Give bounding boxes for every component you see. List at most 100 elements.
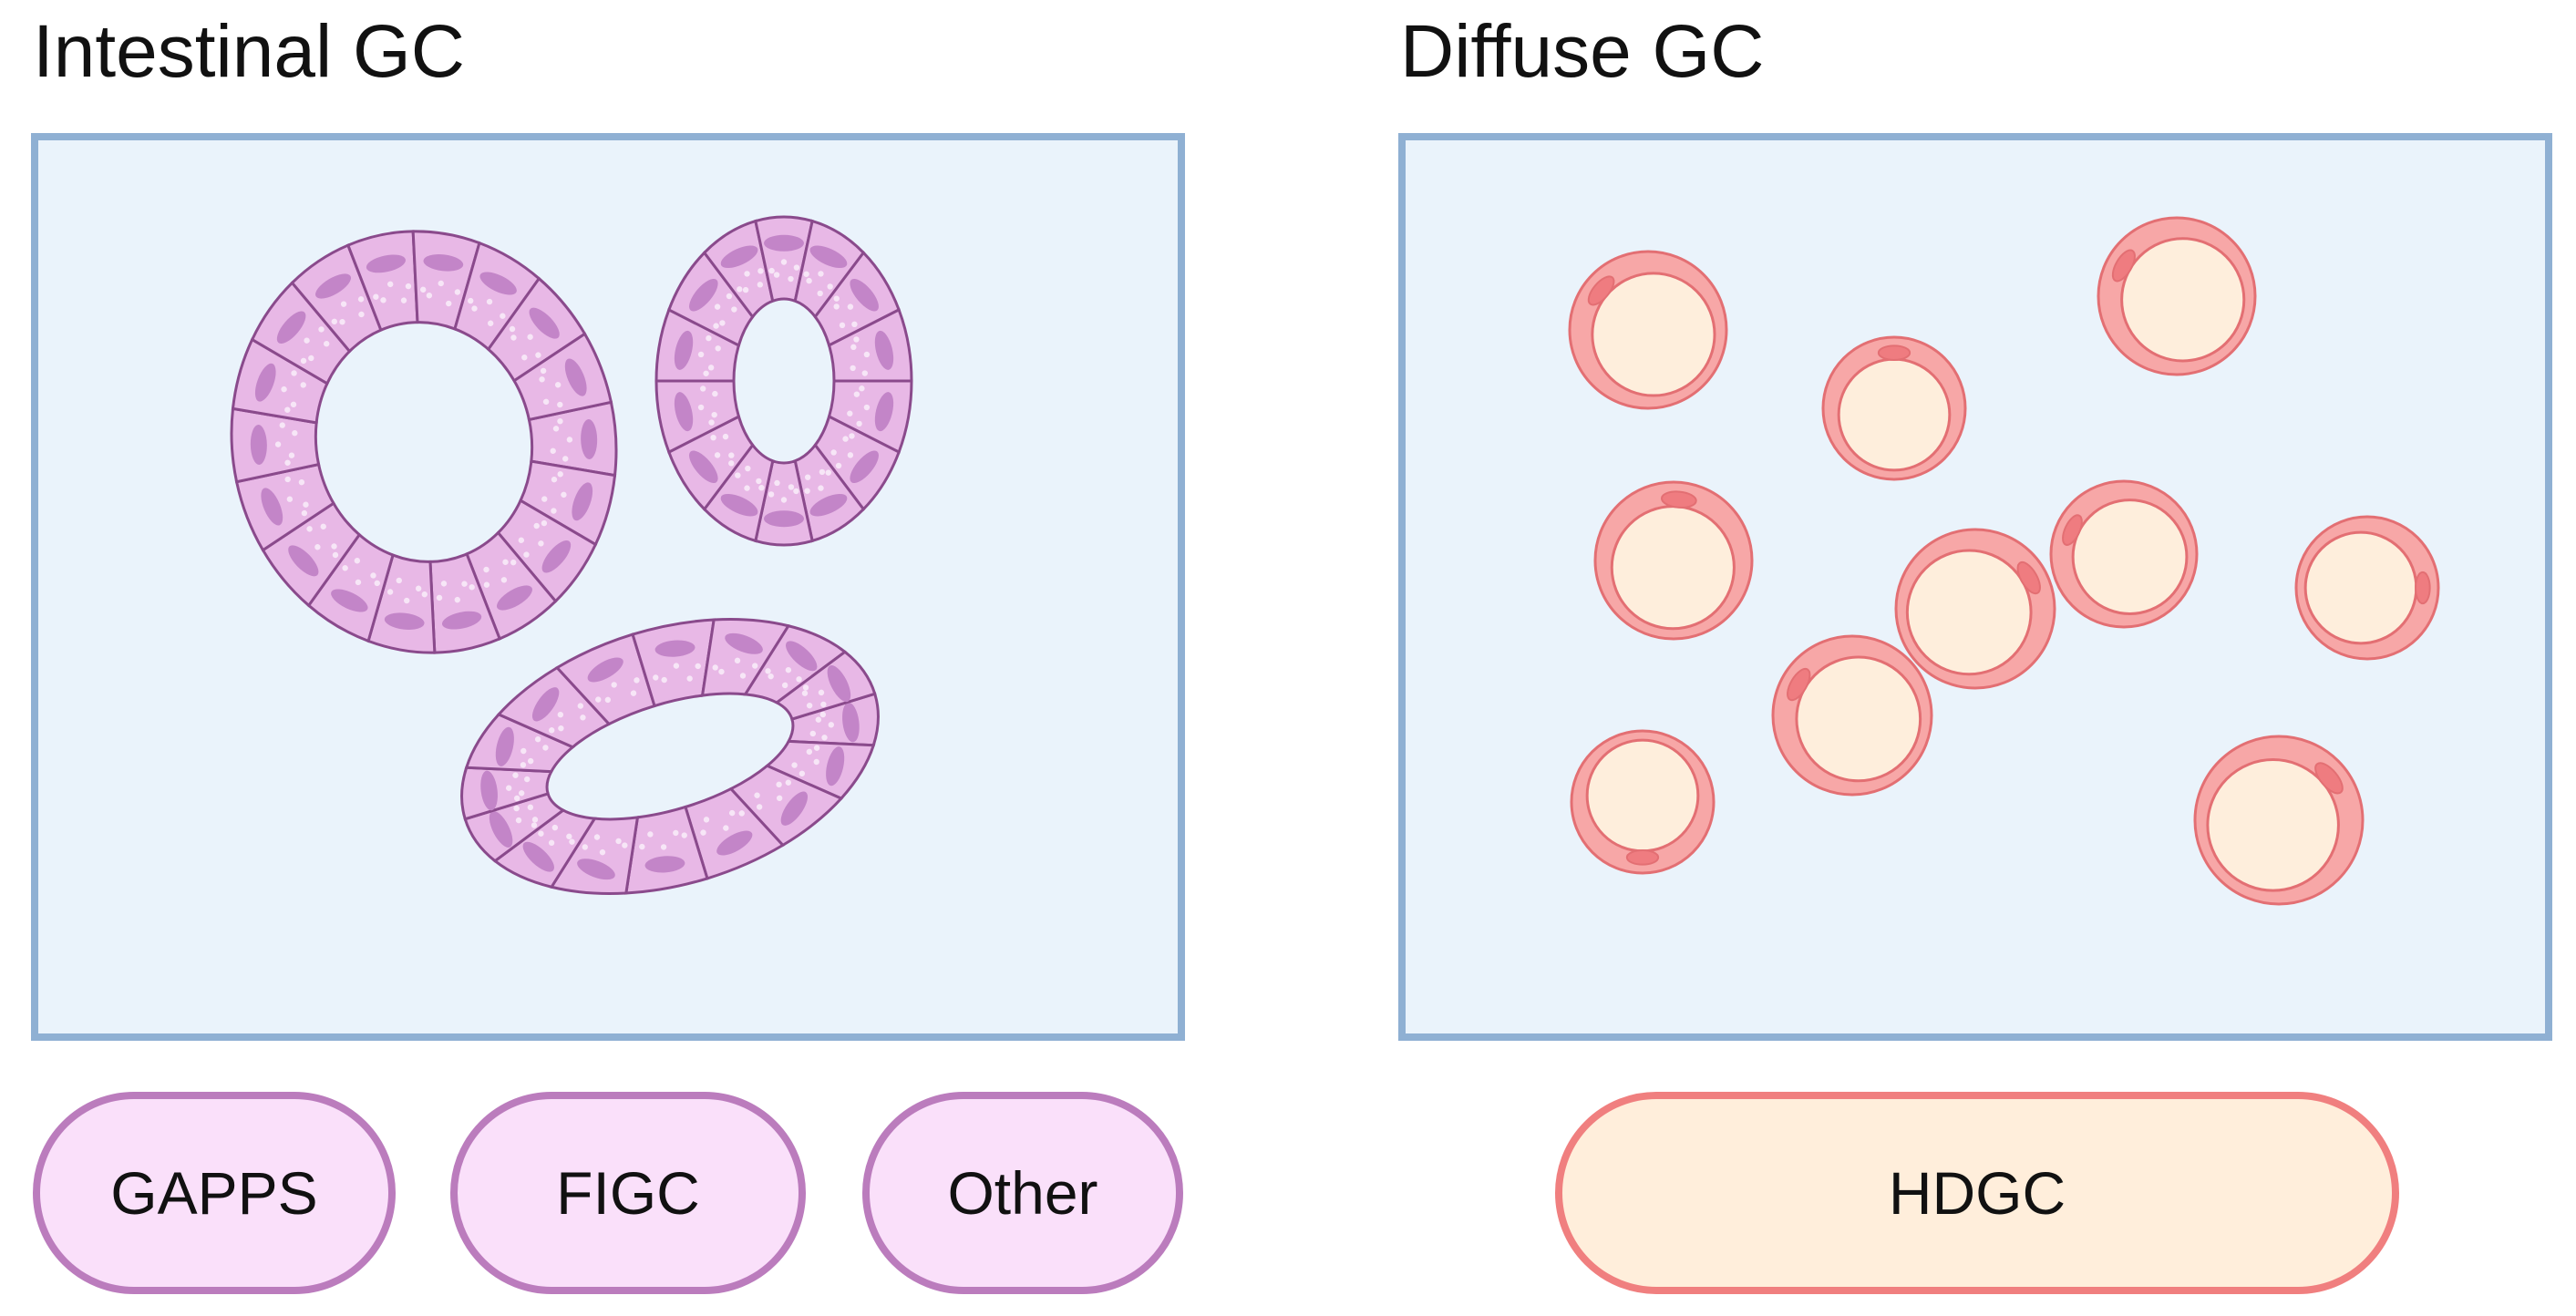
signet-ring-cell [1771, 634, 1933, 797]
granule [582, 844, 588, 850]
gapps-pill: GAPPS [33, 1092, 396, 1294]
figc-pill: FIGC [450, 1092, 806, 1294]
granule [712, 390, 718, 397]
granule [405, 283, 412, 290]
granule [604, 696, 612, 704]
granule [524, 776, 531, 783]
signet-ring-cell [1570, 729, 1716, 875]
granule [471, 305, 478, 312]
granule [520, 747, 527, 755]
granule [780, 259, 788, 265]
granule [279, 422, 285, 428]
granule [615, 838, 622, 845]
granule [707, 365, 715, 371]
granule [791, 762, 798, 768]
granule [673, 829, 679, 837]
granule [718, 668, 725, 675]
granule [722, 433, 729, 440]
granule [284, 476, 291, 483]
gland-nucleus [250, 425, 267, 465]
granule [557, 712, 564, 718]
signet-nucleus [1587, 275, 1615, 306]
granule [436, 594, 443, 601]
granule [539, 376, 545, 383]
gland-nucleus [689, 278, 718, 312]
signet-nucleus [1787, 667, 1811, 702]
granule [483, 566, 489, 573]
gland-nucleus [850, 278, 879, 312]
mucin-vacuole [2071, 499, 2189, 615]
granule [673, 663, 680, 669]
granule [851, 321, 858, 328]
granule [554, 382, 562, 388]
granule [793, 488, 799, 495]
signet-nucleus [1625, 849, 1660, 866]
granule [421, 591, 428, 598]
granule [551, 824, 559, 831]
granule [469, 584, 475, 591]
granule [577, 703, 584, 709]
gland-nucleus [780, 791, 809, 826]
granule [527, 804, 534, 811]
granule [697, 351, 705, 358]
granule [355, 579, 362, 586]
granule [806, 277, 812, 284]
granule [835, 462, 842, 469]
granule [562, 456, 569, 462]
gland-nucleus [276, 311, 306, 344]
granule [438, 280, 444, 287]
gland-nucleus [644, 856, 685, 873]
granule [593, 834, 601, 840]
granule [370, 572, 376, 579]
granule [703, 817, 710, 823]
granule [785, 666, 792, 673]
granule [500, 313, 506, 319]
intestinal-glands [230, 215, 913, 895]
granule [342, 565, 348, 571]
gland-nucleus [674, 392, 694, 432]
granule [847, 452, 854, 458]
granule [500, 577, 508, 583]
signet-ring-cell [1821, 335, 1967, 481]
granule [776, 781, 782, 788]
mucin-vacuole [2303, 530, 2418, 645]
granule [634, 677, 640, 684]
granule [856, 420, 862, 427]
diffuse-gc-title: Diffuse GC [1400, 10, 1765, 93]
granule [483, 581, 490, 588]
signet-ring-cell [2193, 735, 2365, 906]
gland-cell [512, 332, 613, 422]
signet-ring-cell [2294, 515, 2440, 661]
granule [531, 817, 539, 823]
granule [830, 449, 837, 456]
gland [654, 215, 913, 547]
granule [510, 559, 517, 566]
granule [714, 303, 721, 310]
granule [533, 522, 540, 529]
granule [813, 745, 820, 751]
mucin-vacuole [1837, 357, 1952, 472]
granule [599, 848, 606, 856]
granule [757, 268, 764, 274]
granule [509, 325, 516, 333]
granule [541, 496, 548, 502]
gland-nucleus [288, 545, 319, 577]
granule [281, 386, 287, 393]
granule [306, 526, 313, 532]
gland-nucleus [785, 641, 818, 672]
granule [708, 419, 715, 426]
granule [595, 696, 602, 703]
granule [320, 523, 326, 529]
granule [374, 580, 380, 587]
granule [550, 447, 556, 454]
granule [549, 727, 555, 734]
granule [765, 668, 771, 674]
granule [742, 286, 749, 293]
granule [513, 805, 520, 812]
granule [404, 597, 410, 604]
gland-nucleus [479, 272, 517, 295]
granule [386, 589, 394, 595]
granule [340, 301, 347, 307]
granule [849, 433, 855, 439]
granule [788, 275, 794, 283]
